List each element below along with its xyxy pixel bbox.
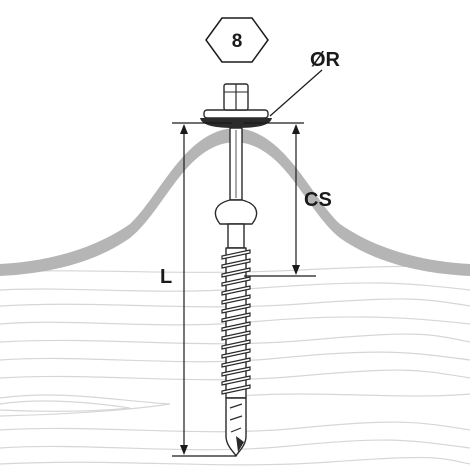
clamping-length-label: CS [304,189,332,211]
wood-grain-line [0,351,470,363]
drill-flute-shade [236,436,244,452]
thread-group [221,249,251,395]
hex-size-label: 8 [232,31,243,52]
length-dimension: L [160,122,236,457]
thread-ridge [221,348,251,359]
wood-grain-line [0,456,470,466]
thread-ridge [221,357,251,368]
wood-grain-line [0,400,131,412]
cs-arrow-bottom [292,265,300,275]
cs-arrow-top [292,124,300,134]
wood-grain-line [0,369,470,381]
washer-diameter-callout: ØR [269,49,341,117]
sealing-washer [200,118,272,128]
thread-ridge [221,330,251,341]
thread-ridge [221,267,251,278]
wood-grain-line [0,394,171,417]
hexagon-icon [205,17,269,63]
washer-ring [203,109,269,119]
thread-ridge [221,294,251,305]
wood-grain-line [0,439,470,451]
wood-grain-line [0,282,470,292]
wood-grain-line [0,298,470,308]
thread-ridge [221,384,251,395]
thread-ridge [221,339,251,350]
washer-leader-line [269,69,323,117]
wood-grain-line [239,393,470,397]
washer-diameter-label: ØR [310,49,341,71]
self-drilling-screw [200,83,272,457]
thread-ridge [221,312,251,323]
drill-tip [225,397,247,457]
length-label: L [160,266,172,288]
roof-sheet [0,128,470,276]
hex-size-callout: 8 [205,17,269,63]
length-arrow-bottom [180,445,188,455]
thread-ridge [221,303,251,314]
thread-ridge [221,285,251,296]
thread-ridge [221,249,251,260]
thread-ridge [221,366,251,377]
length-arrow-top [180,124,188,134]
thread-ridge [221,276,251,287]
thread-ridge [221,321,251,332]
screw-collar [214,199,258,225]
wood-grain-line [0,333,470,345]
wood-grain-line [0,421,470,433]
thread-ridge [221,375,251,386]
thread-ridge [221,258,251,269]
drill-flute [229,403,243,433]
screw-neck [227,223,245,249]
clamping-length-dimension: CS [244,122,332,277]
